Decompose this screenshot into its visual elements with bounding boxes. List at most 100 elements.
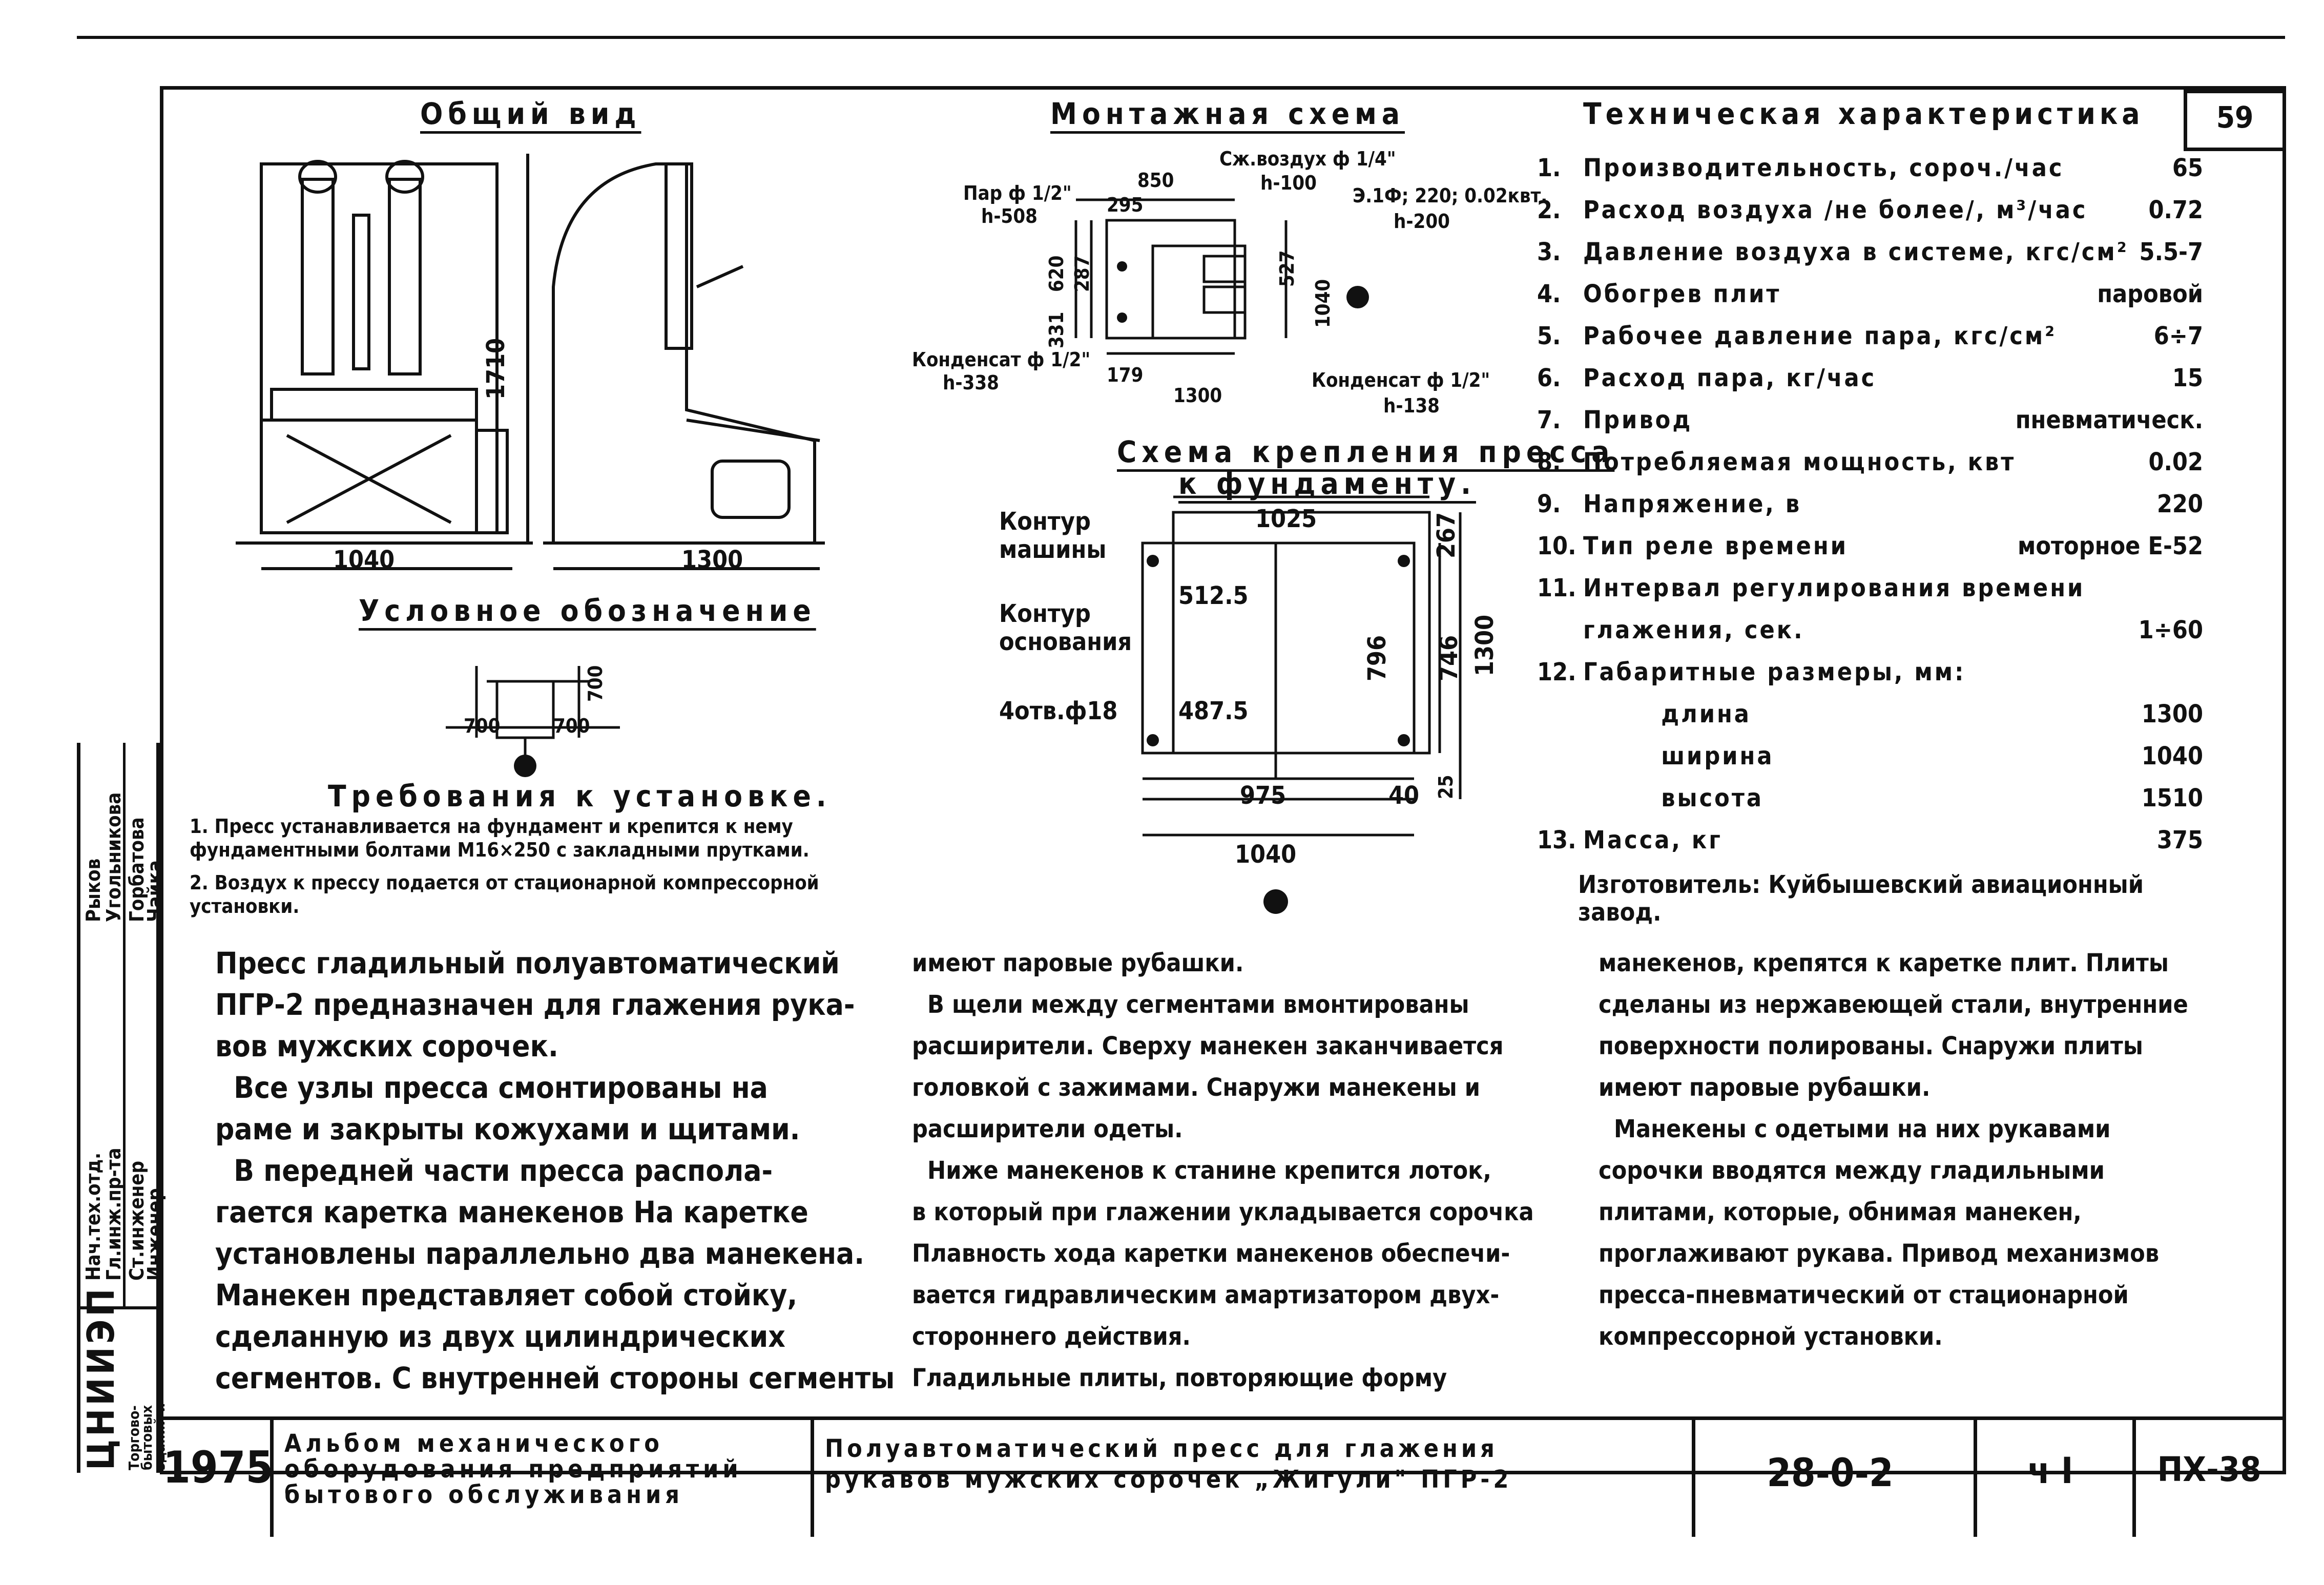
mount-cond-right: Конденсат ф 1/2": [1312, 369, 1490, 391]
description-line: сорочки вводятся между гладильными: [1599, 1156, 2105, 1185]
description-line: В передней части пресса распола-: [215, 1153, 773, 1188]
front-cylinder: [352, 214, 370, 370]
spec-value: 6÷7: [2153, 322, 2203, 350]
mounting-scheme-title: Монтажная схема: [1050, 96, 1405, 131]
spec-value: 375: [2156, 826, 2203, 854]
foundation-d512: 512.5: [1178, 581, 1249, 610]
front-mannequin-left: [301, 178, 335, 376]
description-line: вов мужских сорочек.: [215, 1029, 558, 1063]
mount-d331: 331: [1045, 311, 1068, 348]
album-line-1: Альбом механического: [284, 1429, 663, 1458]
foundation-d796: 796: [1363, 635, 1392, 681]
foundation-machine-contour-1: Контур: [999, 507, 1091, 536]
spec-label: длина: [1583, 700, 1751, 728]
name-2: Угольникова: [102, 792, 125, 922]
mount-d1300: 1300: [1173, 384, 1222, 407]
spec-label: Потребляемая мощность, квт: [1583, 448, 2016, 476]
symbol-dim-left: 700: [464, 715, 501, 737]
front-head-left: [298, 160, 337, 194]
mount-d1040: 1040: [1312, 279, 1334, 328]
foundation-title-2: к фундаменту.: [1178, 466, 1476, 501]
spec-value: паровой: [2097, 280, 2203, 308]
description-line: пресса-пневматический от стационарной: [1599, 1281, 2129, 1309]
description-line: Гладильные плиты, повторяющие форму: [912, 1364, 1447, 1392]
foundation-d487: 487.5: [1178, 697, 1249, 725]
spec-number: 2.: [1537, 196, 1561, 224]
foundation-title-1: Схема крепления пресса: [1117, 434, 1615, 469]
name-1: Рыков: [82, 858, 105, 922]
dim-height: 1710: [482, 338, 510, 400]
dim-front-width: 1040: [333, 546, 395, 574]
mount-d850: 850: [1137, 169, 1174, 192]
mount-d527: 527: [1276, 250, 1298, 287]
description-line: раме и закрыты кожухами и щитами.: [215, 1112, 800, 1146]
title-block-line: [160, 1416, 2286, 1420]
spec-label: Масса, кг: [1583, 826, 1723, 854]
symbol-dim-right: 700: [553, 715, 590, 737]
spec-row: 11.Интервал регулирования времени: [1537, 574, 2203, 615]
description-line: головкой с зажимами. Снаружи манекены и: [912, 1073, 1480, 1102]
front-tray: [270, 388, 478, 422]
description-line: проглаживают рукава. Привод механизмов: [1599, 1239, 2160, 1268]
foundation-d1025: 1025: [1255, 505, 1317, 533]
spec-number: 7.: [1537, 406, 1561, 434]
description-line: установлены параллельно два манекена.: [215, 1236, 865, 1271]
foundation-base-contour-1: Контур: [999, 599, 1091, 628]
front-side-box: [475, 429, 509, 534]
description-line: Манекены с одетыми на них рукавами: [1599, 1115, 2111, 1143]
spec-label: Габаритные размеры, мм:: [1583, 658, 1966, 686]
spec-label: Расход пара, кг/час: [1583, 364, 1877, 392]
mount-steam-h: h-508: [981, 205, 1038, 227]
description-line: имеют паровые рубашки.: [1599, 1073, 1931, 1102]
spec-number: 1.: [1537, 154, 1561, 182]
doc-sheet: ПХ-38: [2157, 1450, 2261, 1489]
symbol-drawing: [446, 666, 620, 777]
spec-value: 1040: [2141, 742, 2203, 770]
description-line: Пресс гладильный полуавтоматический: [215, 946, 840, 981]
requirements-title: Требования к установке.: [328, 779, 832, 814]
dim-side-width: 1300: [681, 546, 743, 574]
mount-air-h: h-100: [1260, 172, 1317, 194]
description-line: имеют паровые рубашки.: [912, 949, 1244, 977]
mount-d179: 179: [1107, 364, 1144, 386]
spec-number: 5.: [1537, 322, 1561, 350]
description-line: сделаны из нержавеющей стали, внутренние: [1599, 990, 2188, 1019]
spec-value: 0.02: [2148, 448, 2203, 476]
description-line: в который при глажении укладывается соро…: [912, 1198, 1534, 1226]
year: 1975: [163, 1442, 274, 1493]
mount-power: Э.1Ф; 220; 0.02квт.: [1353, 184, 1548, 207]
requirement-1: 1. Пресс устанавливается на фундамент и …: [190, 815, 810, 861]
description-line: ПГР-2 предназначен для глажения рука-: [215, 987, 855, 1022]
spec-label: высота: [1583, 784, 1763, 812]
spec-number: 6.: [1537, 364, 1561, 392]
title-block: [160, 1419, 2286, 1537]
spec-value: 220: [2156, 490, 2203, 518]
mount-steam: Пар ф 1/2": [963, 182, 1072, 204]
foundation-d25: 25: [1435, 775, 1457, 799]
description-line: компрессорной установки.: [1599, 1322, 1943, 1351]
side-window: [711, 460, 791, 519]
front-body-outline: [260, 162, 499, 534]
mount-air: Сж.воздух ф 1/4": [1219, 148, 1396, 170]
spec-label: Расход воздуха /не более/, м³/час: [1583, 196, 2088, 224]
description-line: гается каретка манекенов На каретке: [215, 1195, 808, 1229]
description-line: расширители одеты.: [912, 1115, 1183, 1143]
spec-value: 15: [2172, 364, 2203, 392]
spec-number: 3.: [1537, 238, 1561, 266]
description-line: сделанную из двух цилиндрических: [215, 1319, 785, 1354]
description-line: сегментов. С внутренней стороны сегменты: [215, 1361, 895, 1395]
front-base: [260, 419, 478, 534]
description-line: стороннего действия.: [912, 1322, 1191, 1351]
side-handle: [696, 265, 744, 288]
foundation-drawing: [1141, 495, 1462, 914]
spec-label: Производительность, сороч./час: [1583, 154, 2064, 182]
spec-value: 1300: [2141, 700, 2203, 728]
spec-label: Напряжение, в: [1583, 490, 1802, 518]
spec-value: пневматическ.: [2015, 406, 2203, 434]
